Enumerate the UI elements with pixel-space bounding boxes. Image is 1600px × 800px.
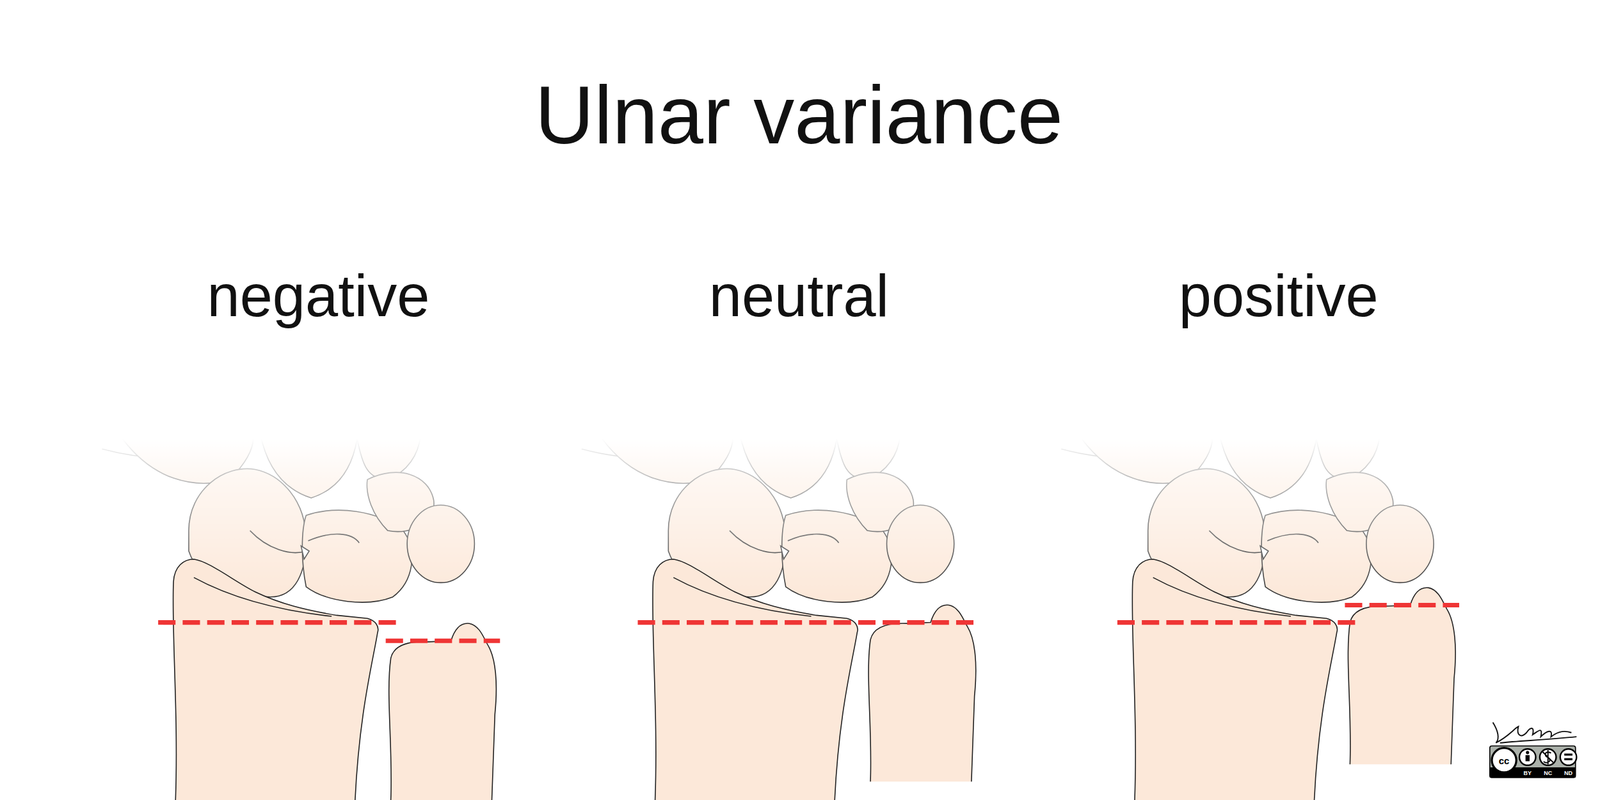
variance-label: neutral [709, 266, 889, 326]
wrist-panel [101, 433, 500, 800]
ulna-bone [868, 604, 976, 782]
radius-bone [1132, 559, 1337, 800]
license-logo: cc [1498, 755, 1510, 765]
license-term: NC [1543, 769, 1552, 776]
ulna-bone [389, 623, 497, 800]
variance-line [637, 620, 980, 625]
license-term: ND [1564, 769, 1573, 776]
ulna-bone [1347, 587, 1456, 765]
title: Ulnar variance [535, 74, 1064, 157]
variance-line [1117, 620, 1358, 625]
signature [1493, 722, 1577, 744]
radius-rim [193, 577, 332, 617]
license-term: BY [1523, 769, 1533, 776]
radius-rim [673, 577, 811, 617]
license-badge [1489, 745, 1577, 777]
carpal-bones [1061, 433, 1434, 603]
radius-rim [1153, 577, 1291, 617]
variance-line [158, 620, 399, 625]
wrist-panel [581, 433, 980, 800]
wrist-panel [1061, 433, 1460, 800]
carpal-bones [101, 433, 475, 603]
variance-label: negative [207, 266, 431, 326]
radius-bone [172, 559, 378, 800]
carpal-bones [581, 433, 955, 603]
variance-line [385, 638, 501, 644]
variance-line [1344, 602, 1460, 608]
variance-label: positive [1178, 266, 1379, 326]
radius-bone [652, 559, 858, 800]
